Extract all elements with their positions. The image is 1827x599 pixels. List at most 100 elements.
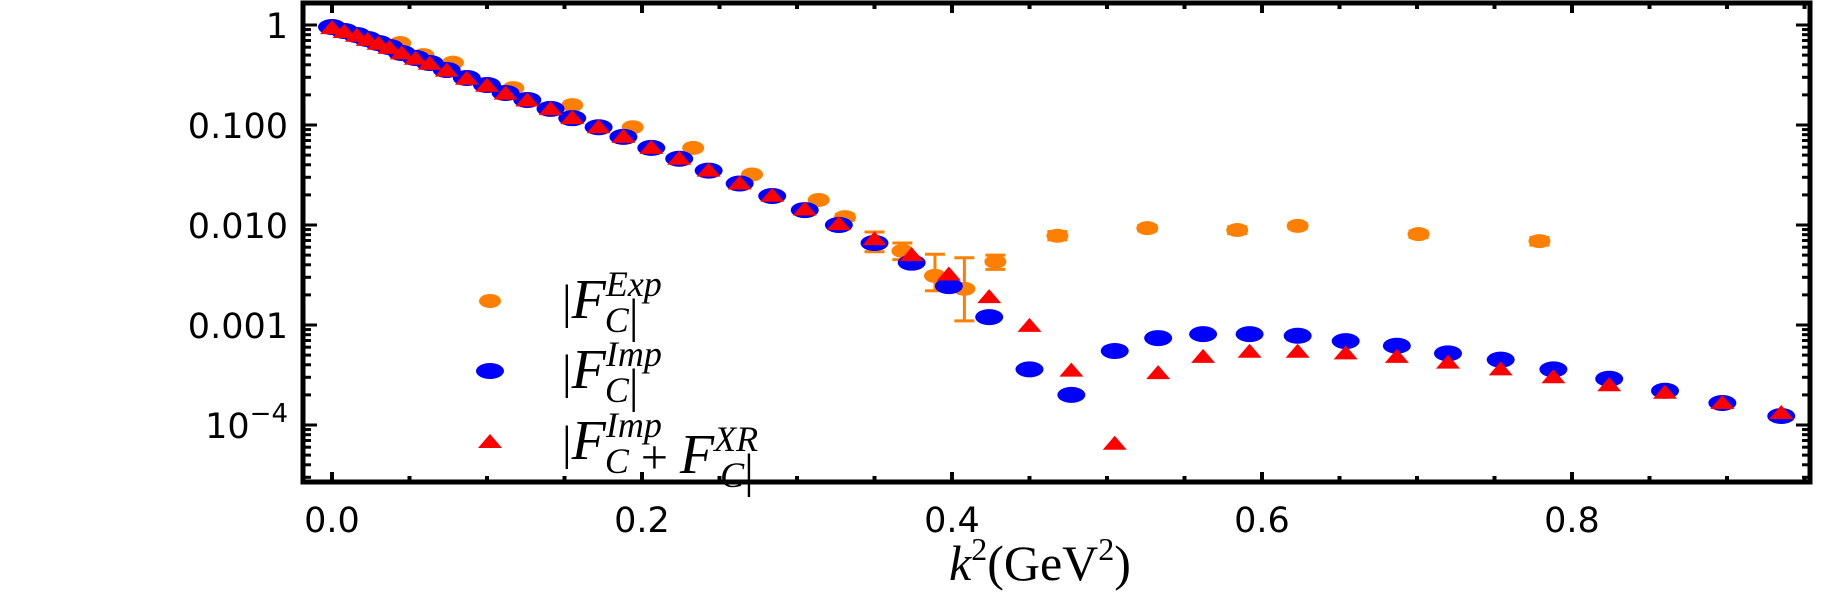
data-point (1144, 330, 1173, 347)
series-2 (320, 20, 1794, 450)
y-tick-label-base: 0.001 (188, 307, 288, 347)
data-point (639, 139, 664, 154)
data-point (1333, 345, 1358, 360)
data-point (936, 266, 961, 281)
y-tick-label: 1 (266, 7, 288, 47)
x-axis-label-part: (GeV (987, 535, 1098, 591)
data-point (1136, 221, 1159, 236)
legend-marker (478, 434, 502, 448)
legend-sup: Imp (605, 334, 662, 374)
data-point (320, 20, 344, 35)
data-point (332, 24, 357, 39)
data-point (475, 77, 499, 92)
data-point (1059, 362, 1084, 377)
data-point (1146, 365, 1171, 380)
data-point (899, 247, 924, 262)
data-point (807, 192, 830, 207)
data-point (1285, 343, 1310, 358)
legend-bar: | (562, 346, 572, 399)
y-tick-label: 0.100 (188, 107, 288, 147)
legend-marker (476, 363, 504, 379)
data-point (760, 187, 785, 202)
data-point (586, 119, 611, 134)
data-point (1015, 361, 1044, 378)
data-point (792, 201, 817, 216)
y-tick-label: 0.010 (188, 207, 288, 247)
data-point (1331, 333, 1360, 350)
data-point (538, 101, 563, 116)
data-point (1235, 326, 1264, 343)
data-point (682, 140, 705, 155)
data-point (696, 162, 721, 177)
data-point (977, 289, 1002, 304)
data-point (1541, 369, 1566, 384)
y-tick-label: 10−4 (205, 399, 288, 447)
x-axis-label-part: k (949, 535, 972, 591)
data-point (1191, 348, 1216, 363)
data-point (1283, 327, 1312, 344)
x-axis-label-part: 2 (1098, 531, 1114, 567)
data-point (403, 50, 428, 65)
data-point (515, 92, 540, 107)
data-point (1189, 326, 1218, 343)
data-point (1382, 337, 1411, 354)
legend-bar: | (562, 276, 572, 329)
data-point (1100, 342, 1129, 359)
data-point (1237, 343, 1262, 358)
plot-frame (300, 0, 1813, 485)
axis-ticks: 0.0 0.2 0.4 0.6 0.8 1 0.100 0.010 0.001 10−4 (188, 3, 1810, 541)
x-tick-label: 0.2 (614, 501, 670, 541)
data-point (377, 39, 402, 54)
data-point (1102, 435, 1127, 450)
x-tick-label: 0.4 (924, 501, 980, 541)
data-point (727, 175, 752, 190)
legend-base: F (571, 410, 607, 472)
y-tick-label: 0.001 (188, 307, 288, 347)
data-point (826, 216, 851, 231)
data-point (1597, 377, 1622, 392)
x-axis-label-part: 2 (971, 531, 987, 567)
data-point (1436, 354, 1460, 369)
data-point (1057, 386, 1086, 403)
data-point (984, 254, 1007, 269)
legend-sub: C (605, 300, 630, 340)
y-tick-label-base: 0.100 (188, 107, 288, 147)
legend-sub: C (605, 370, 630, 410)
data-point (1528, 234, 1551, 249)
data-point (560, 110, 585, 125)
data-point (1653, 384, 1677, 399)
y-tick-label-base: 10 (205, 407, 250, 447)
y-tick-label-exponent: −4 (250, 399, 288, 429)
legend-sup: Exp (605, 264, 662, 304)
data-point (1407, 227, 1430, 242)
data-point (1017, 317, 1042, 332)
plot-border (300, 0, 1813, 485)
legend-bar: | (744, 445, 754, 498)
legend-sub: C (605, 441, 630, 481)
data-point (1384, 348, 1409, 363)
data-point (561, 98, 584, 113)
y-tick-label-base: 1 (266, 7, 288, 47)
legend-base: F (571, 269, 607, 331)
data-point (862, 231, 887, 246)
x-tick-label: 0.0 (304, 501, 360, 541)
data-point (934, 278, 963, 295)
x-tick-label: 0.6 (1234, 501, 1290, 541)
data-point (1226, 223, 1249, 238)
legend-sup: XR (712, 419, 758, 459)
legend-marker (479, 294, 501, 308)
data-point (1286, 218, 1309, 233)
series-1 (318, 18, 1796, 425)
y-tick-label-base: 0.010 (188, 207, 288, 247)
data-point (611, 128, 636, 143)
data-point (493, 85, 518, 100)
data-point (1710, 394, 1735, 409)
data-point (389, 45, 414, 60)
data-point (975, 309, 1004, 326)
legend-base: F (571, 339, 607, 401)
legend-bar: | (629, 360, 639, 413)
x-tick-label: 0.8 (1544, 501, 1600, 541)
